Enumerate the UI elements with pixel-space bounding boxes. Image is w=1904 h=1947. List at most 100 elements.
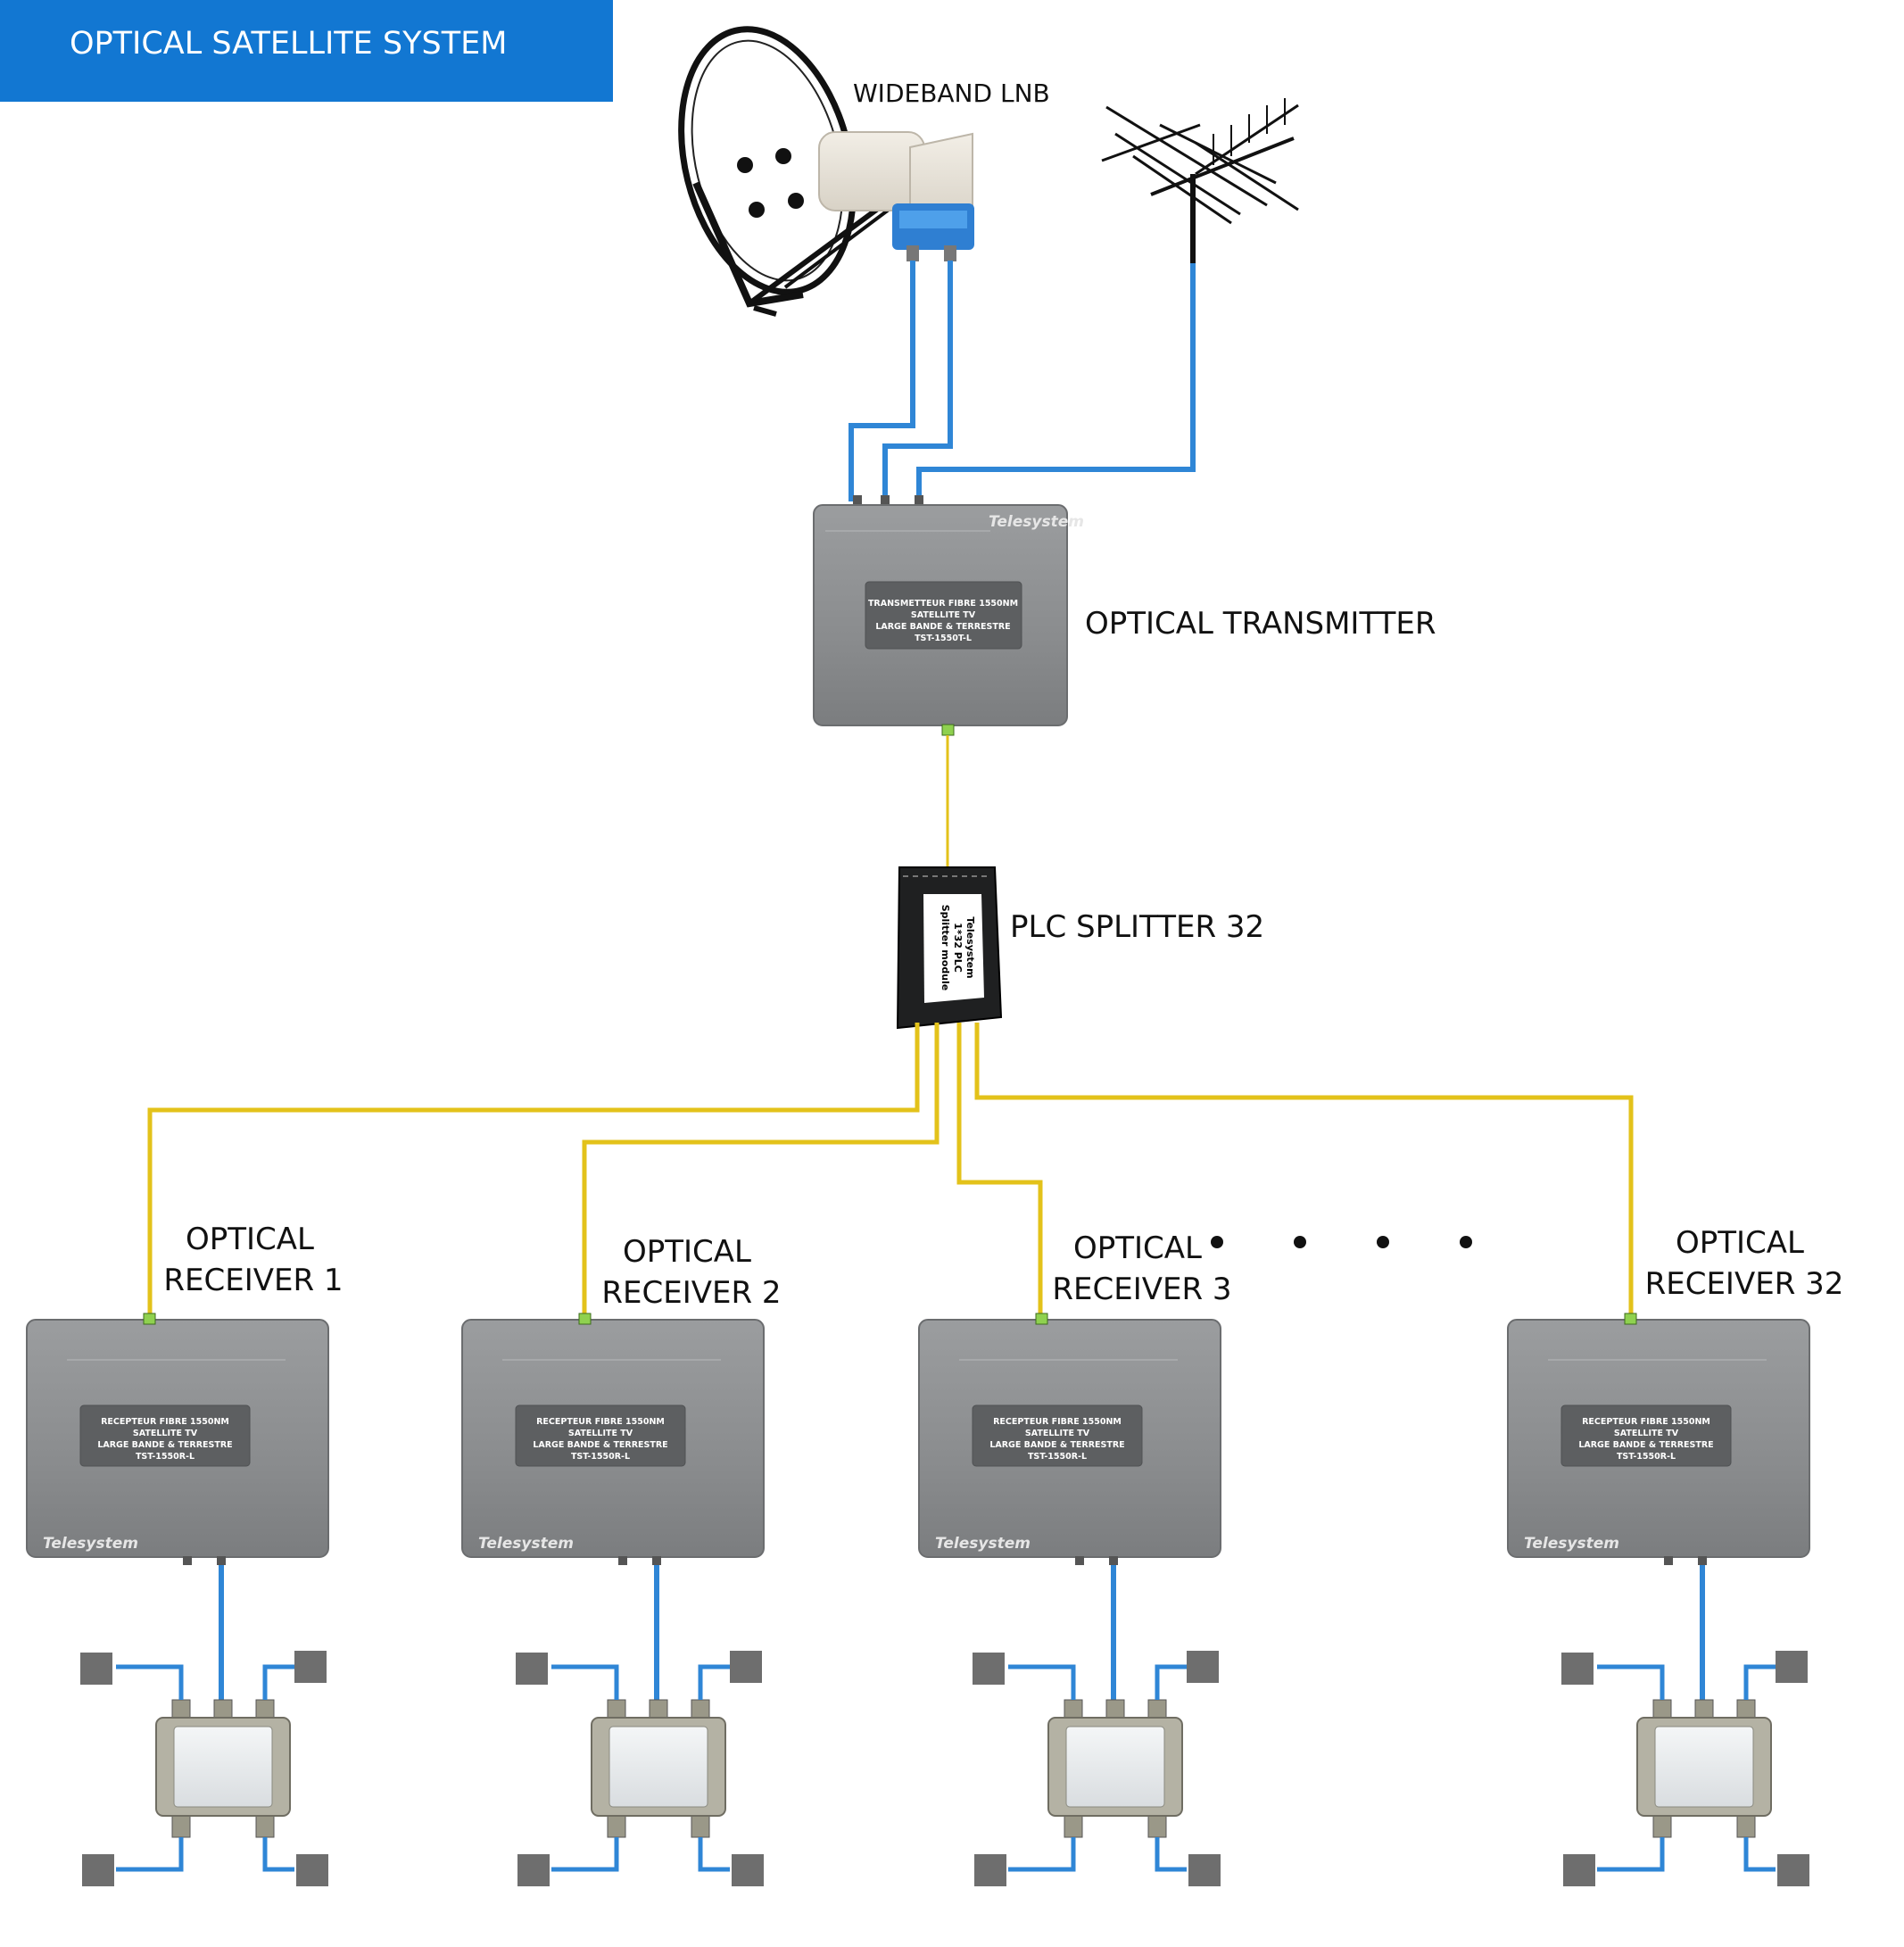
receiver-panel-line-4: TST-1550R-L xyxy=(1028,1452,1087,1462)
optical-receiver-2: RECEPTEUR FIBRE 1550NM SATELLITE TV LARGE … xyxy=(461,1313,765,1886)
header-background xyxy=(0,0,613,102)
receiver-rf-port-1 xyxy=(183,1556,192,1565)
transmitter-panel-line-2: SATELLITE TV xyxy=(911,610,976,620)
multiswitch-icon xyxy=(155,1699,291,1838)
splitter-label: PLC SPLITTER 32 xyxy=(1010,909,1264,945)
transmitter-panel-line-3: LARGE BANDE & TERRESTRE xyxy=(875,622,1010,632)
optical-transmitter-device: Telesystem TRANSMETTEUR FIBRE 1550NM SAT… xyxy=(813,495,1084,736)
receiver-32-label-line1: OPTICAL xyxy=(1676,1225,1804,1261)
tv-outlet-1 xyxy=(516,1653,548,1685)
receiver-panel-line-1: RECEPTEUR FIBRE 1550NM xyxy=(1582,1417,1710,1427)
multiswitch-icon xyxy=(591,1699,726,1838)
fiber-input-connector xyxy=(578,1313,592,1325)
more-receivers-dots xyxy=(1211,1236,1472,1248)
coax-to-outlet-1 xyxy=(551,1664,619,1700)
receiver-rf-port-1 xyxy=(618,1556,627,1565)
coax-to-outlet-4 xyxy=(1743,1837,1776,1872)
tv-outlet-4 xyxy=(296,1854,328,1886)
tv-outlet-1 xyxy=(973,1653,1005,1685)
transmitter-brand: Telesystem xyxy=(989,513,1084,531)
receiver-3-label-line2: RECEIVER 3 xyxy=(1052,1272,1231,1307)
receiver-brand: Telesystem xyxy=(935,1535,1031,1553)
fiber-input-connector xyxy=(1035,1313,1048,1325)
receiver-rf-port-2 xyxy=(217,1556,226,1565)
coax-to-outlet-2 xyxy=(698,1664,730,1700)
receiver-label-plate xyxy=(1560,1404,1732,1467)
receiver-2-label-line2: RECEIVER 2 xyxy=(601,1275,781,1311)
receiver-32-label-line2: RECEIVER 32 xyxy=(1645,1266,1844,1302)
receiver-panel-line-3: LARGE BANDE & TERRESTRE xyxy=(533,1440,667,1450)
tv-outlet-2 xyxy=(1187,1651,1219,1683)
page-title: OPTICAL SATELLITE SYSTEM xyxy=(70,26,507,62)
tv-outlet-3 xyxy=(974,1854,1006,1886)
receiver-label-plate xyxy=(79,1404,251,1467)
receiver-rf-port-2 xyxy=(1698,1556,1707,1565)
tv-outlet-1 xyxy=(80,1653,112,1685)
tv-outlet-1 xyxy=(1561,1653,1594,1685)
tv-outlet-3 xyxy=(1563,1854,1595,1886)
splitter-panel-line-1: Telesystem xyxy=(964,916,976,978)
tv-outlet-4 xyxy=(1777,1854,1809,1886)
coax-to-outlet-2 xyxy=(1743,1664,1776,1700)
coax-to-outlet-3 xyxy=(1008,1837,1076,1872)
coax-cables-top xyxy=(849,261,1196,501)
tv-outlet-2 xyxy=(1776,1651,1808,1683)
transmitter-panel-line-4: TST-1550T-L xyxy=(915,634,972,643)
coax-to-outlet-3 xyxy=(1597,1837,1665,1872)
receiver-panel-line-4: TST-1550R-L xyxy=(571,1452,630,1462)
receiver-panel-line-3: LARGE BANDE & TERRESTRE xyxy=(97,1440,232,1450)
receiver-panel-line-4: TST-1550R-L xyxy=(1617,1452,1676,1462)
tv-outlet-3 xyxy=(517,1854,550,1886)
receiver-1-label-line2: RECEIVER 1 xyxy=(163,1263,343,1298)
lnb-label: WIDEBAND LNB xyxy=(853,79,1050,108)
receiver-units: RECEPTEUR FIBRE 1550NM SATELLITE TV LARGE … xyxy=(26,1313,1810,1886)
multiswitch-icon xyxy=(1047,1699,1183,1838)
tv-outlet-2 xyxy=(730,1651,762,1683)
transmitter-label: OPTICAL TRANSMITTER xyxy=(1085,606,1436,642)
receiver-3-label-line1: OPTICAL xyxy=(1073,1230,1202,1266)
fiber-input-connector xyxy=(143,1313,156,1325)
receiver-rf-port-1 xyxy=(1664,1556,1673,1565)
fiber-input-connector xyxy=(1624,1313,1637,1325)
coax-to-outlet-3 xyxy=(551,1837,619,1872)
coax-to-outlet-4 xyxy=(698,1837,730,1872)
splitter-panel-line-3: Splitter module xyxy=(940,905,951,991)
receiver-panel-line-1: RECEPTEUR FIBRE 1550NM xyxy=(536,1417,665,1427)
coax-to-outlet-1 xyxy=(116,1664,184,1700)
coax-to-outlet-3 xyxy=(116,1837,184,1872)
receiver-1-label-line1: OPTICAL xyxy=(186,1222,314,1257)
coax-to-outlet-4 xyxy=(1155,1837,1187,1872)
splitter-panel-line-2: 1*32 PLC xyxy=(952,923,964,973)
fiber-distribution xyxy=(147,1023,1634,1313)
wideband-lnb-icon xyxy=(818,131,974,261)
transmitter-panel-line-1: TRANSMETTEUR FIBRE 1550NM xyxy=(868,599,1018,609)
terrestrial-antenna-icon xyxy=(1101,98,1299,263)
coax-to-outlet-4 xyxy=(262,1837,294,1872)
receiver-panel-line-1: RECEPTEUR FIBRE 1550NM xyxy=(993,1417,1122,1427)
coax-to-outlet-1 xyxy=(1008,1664,1076,1700)
receiver-brand: Telesystem xyxy=(1524,1535,1619,1553)
receiver-panel-line-2: SATELLITE TV xyxy=(1025,1429,1090,1438)
tv-outlet-3 xyxy=(82,1854,114,1886)
tv-outlet-2 xyxy=(294,1651,327,1683)
receiver-rf-port-2 xyxy=(652,1556,661,1565)
receiver-panel-line-2: SATELLITE TV xyxy=(1614,1429,1679,1438)
header-banner: OPTICAL SATELLITE SYSTEM xyxy=(0,0,613,102)
optical-receiver-3: RECEPTEUR FIBRE 1550NM SATELLITE TV LARGE … xyxy=(918,1313,1221,1886)
receiver-labels: OPTICAL RECEIVER 1 OPTICAL RECEIVER 2 OP… xyxy=(163,1222,1843,1311)
plc-splitter-device: Telesystem 1*32 PLC Splitter module xyxy=(896,866,1003,1030)
coax-to-outlet-2 xyxy=(262,1664,294,1700)
multiswitch-icon xyxy=(1636,1699,1772,1838)
receiver-panel-line-3: LARGE BANDE & TERRESTRE xyxy=(989,1440,1124,1450)
receiver-rf-port-2 xyxy=(1109,1556,1118,1565)
tv-outlet-4 xyxy=(732,1854,764,1886)
receiver-panel-line-2: SATELLITE TV xyxy=(568,1429,633,1438)
receiver-panel-line-4: TST-1550R-L xyxy=(136,1452,195,1462)
receiver-brand: Telesystem xyxy=(478,1535,574,1553)
receiver-2-label-line1: OPTICAL xyxy=(623,1234,751,1270)
receiver-label-plate xyxy=(515,1404,686,1467)
